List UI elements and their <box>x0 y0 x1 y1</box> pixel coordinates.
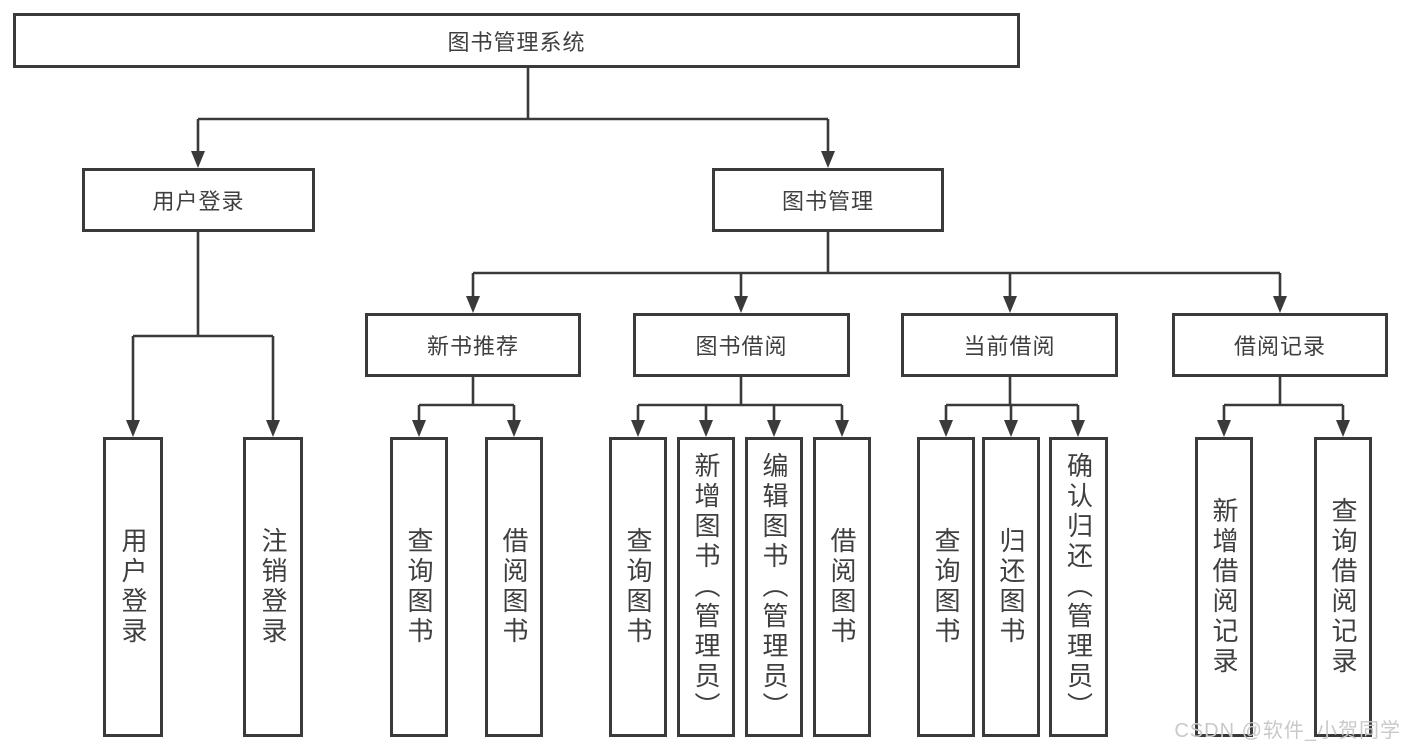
arrowhead-icon <box>1003 296 1017 313</box>
node-borrow-record: 借阅记录 <box>1172 313 1388 377</box>
node-logout-leaf: 注销登录 <box>243 437 303 737</box>
arrowhead-icon <box>631 420 645 437</box>
watermark: CSDN @软件_小贺同学 <box>1174 720 1401 742</box>
node-book-borrow: 图书借阅 <box>633 313 850 377</box>
node-current-borrow: 当前借阅 <box>901 313 1118 377</box>
node-user-login: 用户登录 <box>82 168 315 232</box>
arrowhead-icon <box>699 420 713 437</box>
node-new-book-recommend: 新书推荐 <box>365 313 581 377</box>
arrowhead-icon <box>1273 296 1287 313</box>
node-label: 图书管理 <box>781 189 874 214</box>
node-bb-query-book: 查询图书 <box>609 437 667 737</box>
arrowhead-icon <box>507 420 521 437</box>
node-book-management: 图书管理 <box>712 168 944 232</box>
node-user-login-leaf: 用户登录 <box>103 437 163 737</box>
node-label: 借阅记录 <box>1233 334 1326 359</box>
node-cb-return-book: 归还图书 <box>982 437 1040 737</box>
node-label: 当前借阅 <box>963 334 1056 359</box>
node-cb-query-book: 查询图书 <box>917 437 975 737</box>
arrowhead-icon <box>1336 420 1350 437</box>
node-label: 查询借阅记录 <box>1328 497 1358 677</box>
node-label: 借阅图书 <box>827 527 857 647</box>
node-label: 编辑图书（管理员） <box>759 452 789 722</box>
node-br-add-record: 新增借阅记录 <box>1195 437 1253 737</box>
arrowhead-icon <box>466 296 480 313</box>
node-label: 用户登录 <box>152 189 245 214</box>
node-label: 注销登录 <box>258 527 288 647</box>
node-nb-borrow-book: 借阅图书 <box>485 437 543 737</box>
node-label: 用户登录 <box>118 527 148 647</box>
arrowhead-icon <box>734 296 748 313</box>
node-bb-add-book-admin: 新增图书（管理员） <box>677 437 735 737</box>
connector-path <box>131 68 1345 422</box>
arrowhead-icon <box>1004 420 1018 437</box>
arrowhead-icon <box>412 420 426 437</box>
arrowhead-icon <box>821 151 835 168</box>
arrowhead-icon <box>767 420 781 437</box>
node-label: 查询图书 <box>404 527 434 647</box>
node-label: 确认归还（管理员） <box>1063 452 1094 722</box>
node-label: 查询图书 <box>931 527 961 647</box>
arrowhead-icon <box>266 420 280 437</box>
node-root: 图书管理系统 <box>13 13 1020 68</box>
node-label: 归还图书 <box>996 527 1026 647</box>
node-label: 新书推荐 <box>426 334 519 359</box>
node-br-query-record: 查询借阅记录 <box>1314 437 1372 737</box>
node-bb-edit-book-admin: 编辑图书（管理员） <box>745 437 803 737</box>
arrowhead-icon <box>939 420 953 437</box>
node-bb-borrow-book: 借阅图书 <box>813 437 871 737</box>
node-nb-query-book: 查询图书 <box>390 437 448 737</box>
node-cb-confirm-return-admin: 确认归还（管理员） <box>1049 437 1108 737</box>
node-label: 图书管理系统 <box>447 29 586 55</box>
arrowhead-icon <box>191 151 205 168</box>
node-label: 图书借阅 <box>695 334 788 359</box>
node-label: 新增借阅记录 <box>1209 497 1239 677</box>
node-label: 查询图书 <box>623 527 653 647</box>
arrowheads <box>126 151 1350 437</box>
node-label: 新增图书（管理员） <box>691 452 721 722</box>
arrowhead-icon <box>126 420 140 437</box>
arrowhead-icon <box>835 420 849 437</box>
node-label: 借阅图书 <box>499 527 529 647</box>
arrowhead-icon <box>1071 420 1085 437</box>
arrowhead-icon <box>1217 420 1231 437</box>
